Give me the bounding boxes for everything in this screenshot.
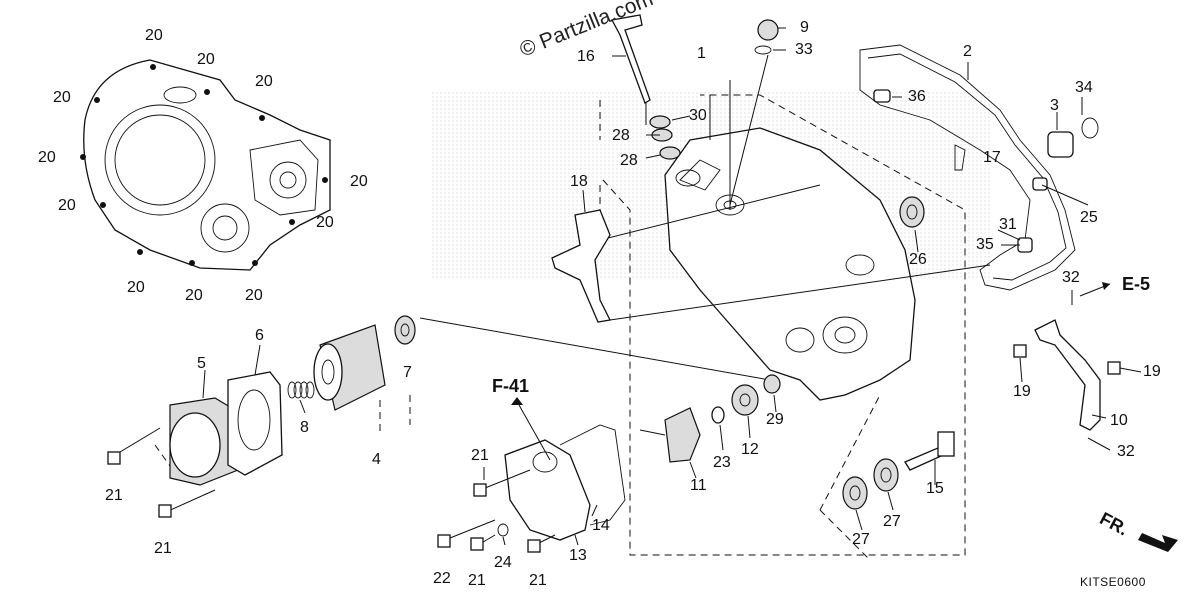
part-label-19-right: 19 bbox=[1143, 363, 1161, 380]
part-label-18: 18 bbox=[570, 173, 588, 190]
cover-bolt-markers bbox=[80, 64, 328, 266]
part-label-27-right: 27 bbox=[883, 513, 901, 530]
part-label-17: 17 bbox=[983, 149, 1001, 166]
washer-23 bbox=[711, 406, 725, 424]
part-label-7: 7 bbox=[403, 364, 412, 381]
mechanical-seal bbox=[731, 384, 759, 416]
part-label-20-g: 20 bbox=[58, 197, 76, 214]
part-label-15: 15 bbox=[926, 480, 944, 497]
part-label-13: 13 bbox=[569, 547, 587, 564]
part-label-21-c: 21 bbox=[471, 447, 489, 464]
filter-cover-gasket bbox=[227, 371, 283, 476]
mechanical-seal-hole bbox=[739, 393, 751, 407]
part-label-21-a: 21 bbox=[105, 487, 123, 504]
part-label-24: 24 bbox=[494, 554, 512, 571]
dipstick bbox=[611, 14, 651, 104]
leader-lines bbox=[202, 27, 1142, 546]
plug-17 bbox=[954, 144, 966, 171]
front-direction-arrow bbox=[1138, 533, 1178, 552]
part-label-25: 25 bbox=[1080, 209, 1098, 226]
part-label-1: 1 bbox=[697, 45, 706, 62]
reference-e5: E-5 bbox=[1122, 274, 1151, 294]
part-label-10: 10 bbox=[1110, 412, 1128, 429]
part-label-21-b: 21 bbox=[154, 540, 172, 557]
part-label-20-d: 20 bbox=[53, 89, 71, 106]
collar-3 bbox=[1047, 131, 1074, 158]
oil-seal-29 bbox=[763, 374, 781, 394]
part-label-33: 33 bbox=[795, 41, 813, 58]
part-label-20-b: 20 bbox=[197, 51, 215, 68]
bolt-19-left bbox=[1013, 344, 1027, 358]
oil-seal-7 bbox=[394, 315, 416, 345]
part-label-3: 3 bbox=[1050, 97, 1059, 114]
part-label-20-j: 20 bbox=[185, 287, 203, 304]
o-ring-33 bbox=[754, 45, 772, 55]
part-label-29: 29 bbox=[766, 411, 784, 428]
o-ring-34 bbox=[1081, 117, 1099, 139]
part-label-2: 2 bbox=[963, 43, 972, 60]
oil-filter-element bbox=[313, 324, 386, 411]
part-label-16: 16 bbox=[577, 48, 595, 65]
part-label-27-left: 27 bbox=[852, 531, 870, 548]
part-label-20-a: 20 bbox=[145, 27, 163, 44]
dowel-pin-36 bbox=[873, 89, 891, 103]
filter-cover-gasket-hole bbox=[237, 389, 271, 451]
bearing-26 bbox=[899, 196, 925, 228]
water-pump-shaft-head bbox=[937, 431, 955, 457]
oil-filler-cap bbox=[757, 19, 779, 41]
right-crankcase-cover bbox=[664, 127, 916, 401]
part-label-35: 35 bbox=[976, 236, 994, 253]
part-label-20-k: 20 bbox=[245, 287, 263, 304]
part-label-20-c: 20 bbox=[255, 73, 273, 90]
o-ring-30 bbox=[649, 115, 671, 129]
part-label-26: 26 bbox=[909, 251, 927, 268]
dowel-25 bbox=[1032, 177, 1048, 191]
filter-spring bbox=[287, 381, 315, 399]
part-label-21-d: 21 bbox=[468, 572, 486, 589]
part-label-11: 11 bbox=[690, 477, 707, 494]
water-pump-cover bbox=[504, 424, 626, 541]
part-label-20-f: 20 bbox=[350, 173, 368, 190]
part-label-28-b: 28 bbox=[620, 152, 638, 169]
part-label-4: 4 bbox=[372, 451, 381, 468]
part-label-20-e: 20 bbox=[38, 149, 56, 166]
part-label-20-h: 20 bbox=[316, 214, 334, 231]
dowel-35 bbox=[1017, 237, 1033, 253]
part-label-30: 30 bbox=[689, 107, 707, 124]
part-label-6: 6 bbox=[255, 327, 264, 344]
part-label-12: 12 bbox=[741, 441, 759, 458]
water-pump-impeller bbox=[639, 407, 701, 463]
e5-arrow-head bbox=[1102, 282, 1110, 290]
part-label-19-left: 19 bbox=[1013, 383, 1031, 400]
part-label-28-a: 28 bbox=[612, 127, 630, 144]
bolt-19-right bbox=[1107, 361, 1121, 375]
f41-arrow-head bbox=[511, 397, 523, 405]
bearing-26-hole bbox=[906, 204, 918, 220]
part-label-9: 9 bbox=[800, 19, 809, 36]
bolts bbox=[107, 427, 556, 553]
part-label-8: 8 bbox=[300, 419, 309, 436]
assembly-guide-lines bbox=[154, 54, 991, 561]
part-label-5: 5 bbox=[197, 355, 206, 372]
part-label-34: 34 bbox=[1075, 79, 1093, 96]
cover-gasket bbox=[859, 44, 1076, 291]
part-label-23: 23 bbox=[713, 454, 731, 471]
bearings-27 bbox=[842, 458, 899, 510]
part-label-31: 31 bbox=[999, 216, 1017, 233]
oil-pipe bbox=[1034, 319, 1101, 431]
diagram-code: KITSE0600 bbox=[1080, 575, 1146, 589]
o-ring-28b bbox=[659, 146, 681, 160]
part-label-20-i: 20 bbox=[127, 279, 145, 296]
reference-f41: F-41 bbox=[492, 376, 530, 396]
part-label-14: 14 bbox=[592, 517, 610, 534]
oil-filter-cover bbox=[169, 397, 239, 486]
part-label-21-e: 21 bbox=[529, 572, 547, 589]
crankcase-cover-rear-view bbox=[83, 59, 331, 271]
part-label-32-bottom: 32 bbox=[1117, 443, 1135, 460]
part-label-36: 36 bbox=[908, 88, 926, 105]
part-label-22: 22 bbox=[433, 570, 451, 587]
bracket-18 bbox=[551, 209, 611, 323]
part-label-32-top: 32 bbox=[1062, 269, 1080, 286]
